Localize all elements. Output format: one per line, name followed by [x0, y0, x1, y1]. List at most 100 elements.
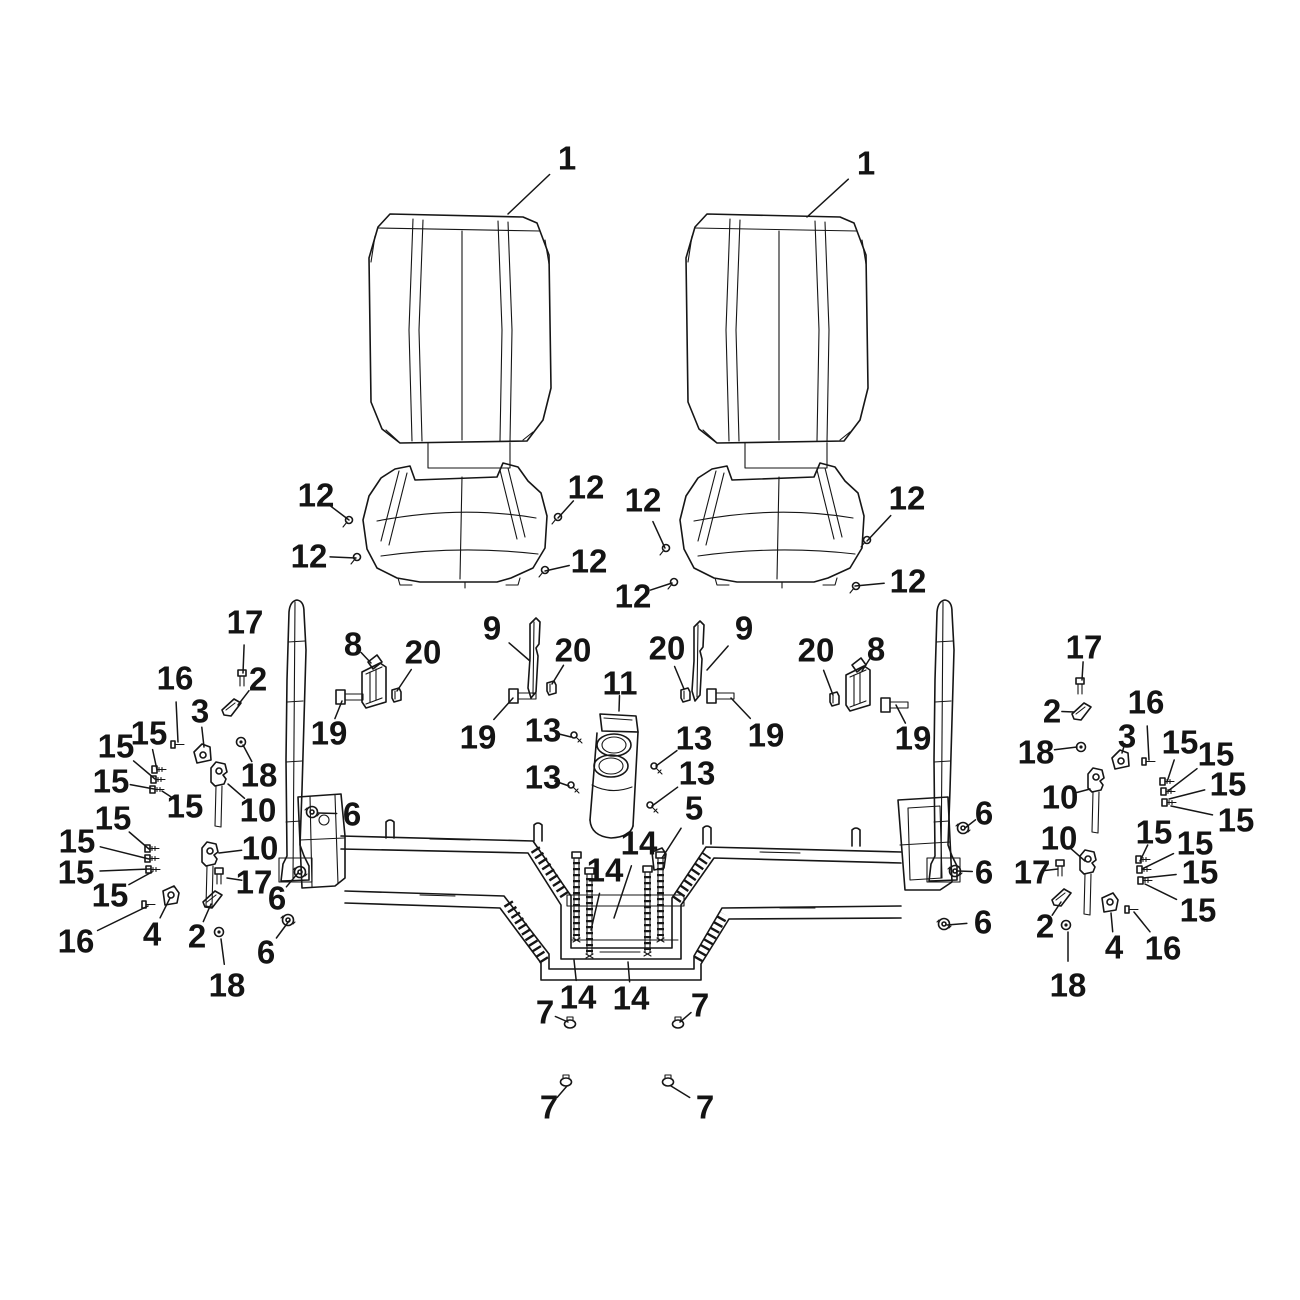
callout-leader-15-65 [1167, 767, 1198, 792]
callout-leader-2-11 [237, 689, 250, 706]
callout-label-5-50: 5 [685, 790, 703, 827]
callout-label-6-76: 6 [975, 854, 993, 891]
callout-leader-6-26 [317, 812, 338, 815]
callout-leader-1-0 [507, 173, 551, 215]
callout-leader-12-5 [544, 564, 570, 572]
callout-leader-8-33 [360, 651, 372, 664]
callout-label-15-20: 15 [58, 854, 95, 891]
callout-leader-6-77 [946, 922, 968, 926]
callout-label-13-48: 13 [676, 720, 713, 757]
callout-leader-15-17 [161, 790, 176, 801]
callout-leader-16-81 [1133, 911, 1151, 933]
callout-label-15-21: 15 [92, 877, 129, 914]
callout-leader-8-46 [861, 658, 871, 672]
callout-label-2-60: 2 [1043, 693, 1061, 730]
callout-leader-18-22 [242, 744, 253, 763]
callout-label-15-72: 15 [1177, 825, 1214, 862]
callout-label-15-18: 15 [95, 800, 132, 837]
callout-label-6-28: 6 [257, 934, 275, 971]
callout-leader-9-36 [508, 642, 531, 662]
callout-leader-13-49 [651, 786, 679, 807]
callout-label-4-30: 4 [143, 916, 162, 953]
callout-label-20-42: 20 [649, 630, 686, 667]
callout-leader-7-58 [670, 1085, 691, 1099]
callout-leader-12-7 [866, 514, 892, 542]
callout-label-8-46: 8 [867, 631, 885, 668]
callout-label-7-56: 7 [691, 987, 709, 1024]
callout-label-15-73: 15 [1182, 854, 1219, 891]
seat-assembly-left [362, 213, 552, 589]
callout-label-8-33: 8 [344, 626, 362, 663]
callout-leader-11-39 [618, 694, 621, 712]
callout-leader-15-67 [1170, 805, 1214, 816]
callout-leader-6-75 [964, 819, 977, 829]
callout-label-16-29: 16 [58, 923, 95, 960]
callout-leader-1-1 [806, 178, 850, 218]
callout-label-11-39: 11 [603, 665, 638, 702]
seat-assembly-right [679, 213, 869, 589]
callout-leader-12-6 [652, 520, 666, 549]
callout-label-12-5: 12 [571, 543, 608, 580]
callout-label-4-80: 4 [1105, 929, 1124, 966]
callout-label-18-62: 18 [1018, 734, 1055, 771]
callout-leader-12-9 [854, 582, 885, 587]
callout-label-12-3: 12 [568, 469, 605, 506]
callout-label-1-0: 1 [558, 140, 576, 177]
callout-label-12-7: 12 [889, 480, 926, 517]
callout-label-18-79: 18 [1050, 967, 1087, 1004]
callout-leader-12-3 [557, 500, 575, 519]
callout-leader-4-80 [1110, 912, 1114, 933]
callout-leader-12-8 [649, 582, 673, 591]
callout-label-12-2: 12 [298, 477, 335, 514]
callout-leader-2-60 [1061, 710, 1075, 713]
callout-label-10-69: 10 [1041, 820, 1078, 857]
callout-label-12-6: 12 [625, 482, 662, 519]
callout-leader-15-73 [1142, 873, 1177, 879]
callout-label-16-81: 16 [1145, 930, 1182, 967]
callout-label-15-65: 15 [1198, 736, 1235, 773]
callout-leader-19-47 [895, 704, 907, 724]
callout-label-12-8: 12 [615, 578, 652, 615]
callout-label-14-53: 14 [560, 979, 597, 1016]
callout-label-3-63: 3 [1118, 718, 1136, 755]
seat-frame [297, 793, 953, 981]
callout-leader-15-21 [128, 871, 153, 886]
callout-label-16-61: 16 [1128, 684, 1165, 721]
callout-label-15-64: 15 [1162, 724, 1199, 761]
callout-label-2-78: 2 [1036, 908, 1054, 945]
callout-label-20-34: 20 [405, 634, 442, 671]
callout-leader-20-37 [551, 664, 565, 685]
callout-label-7-58: 7 [696, 1089, 714, 1126]
callout-label-13-49: 13 [679, 755, 716, 792]
hardware-center [335, 512, 909, 1087]
callout-leader-17-70 [1042, 868, 1059, 872]
callout-leader-3-63 [1121, 742, 1126, 754]
callout-leader-20-42 [673, 665, 685, 690]
callout-label-18-32: 18 [209, 967, 246, 1004]
callout-label-15-14: 15 [131, 715, 168, 752]
callout-leader-15-74 [1144, 883, 1178, 901]
callout-leader-12-2 [330, 505, 350, 521]
callout-label-3-13: 3 [191, 693, 209, 730]
cup-holder [589, 713, 639, 839]
callout-label-13-40: 13 [525, 712, 562, 749]
callout-leader-12-4 [329, 556, 357, 559]
callout-leader-10-24 [218, 849, 243, 854]
callout-label-17-10: 17 [227, 604, 264, 641]
callout-label-17-25: 17 [236, 864, 273, 901]
callout-leader-14-53 [573, 959, 577, 982]
callout-label-10-68: 10 [1042, 779, 1079, 816]
callout-leader-20-45 [822, 669, 834, 696]
callout-leader-17-10 [242, 644, 245, 674]
callout-label-17-59: 17 [1066, 629, 1103, 666]
callout-leader-6-27 [285, 872, 299, 888]
callout-leader-17-25 [226, 877, 243, 881]
callout-label-15-17: 15 [167, 788, 204, 825]
callout-label-14-54: 14 [613, 980, 650, 1017]
callout-label-10-24: 10 [242, 830, 279, 867]
callout-leader-14-51 [613, 865, 633, 919]
callout-label-7-55: 7 [536, 994, 554, 1031]
